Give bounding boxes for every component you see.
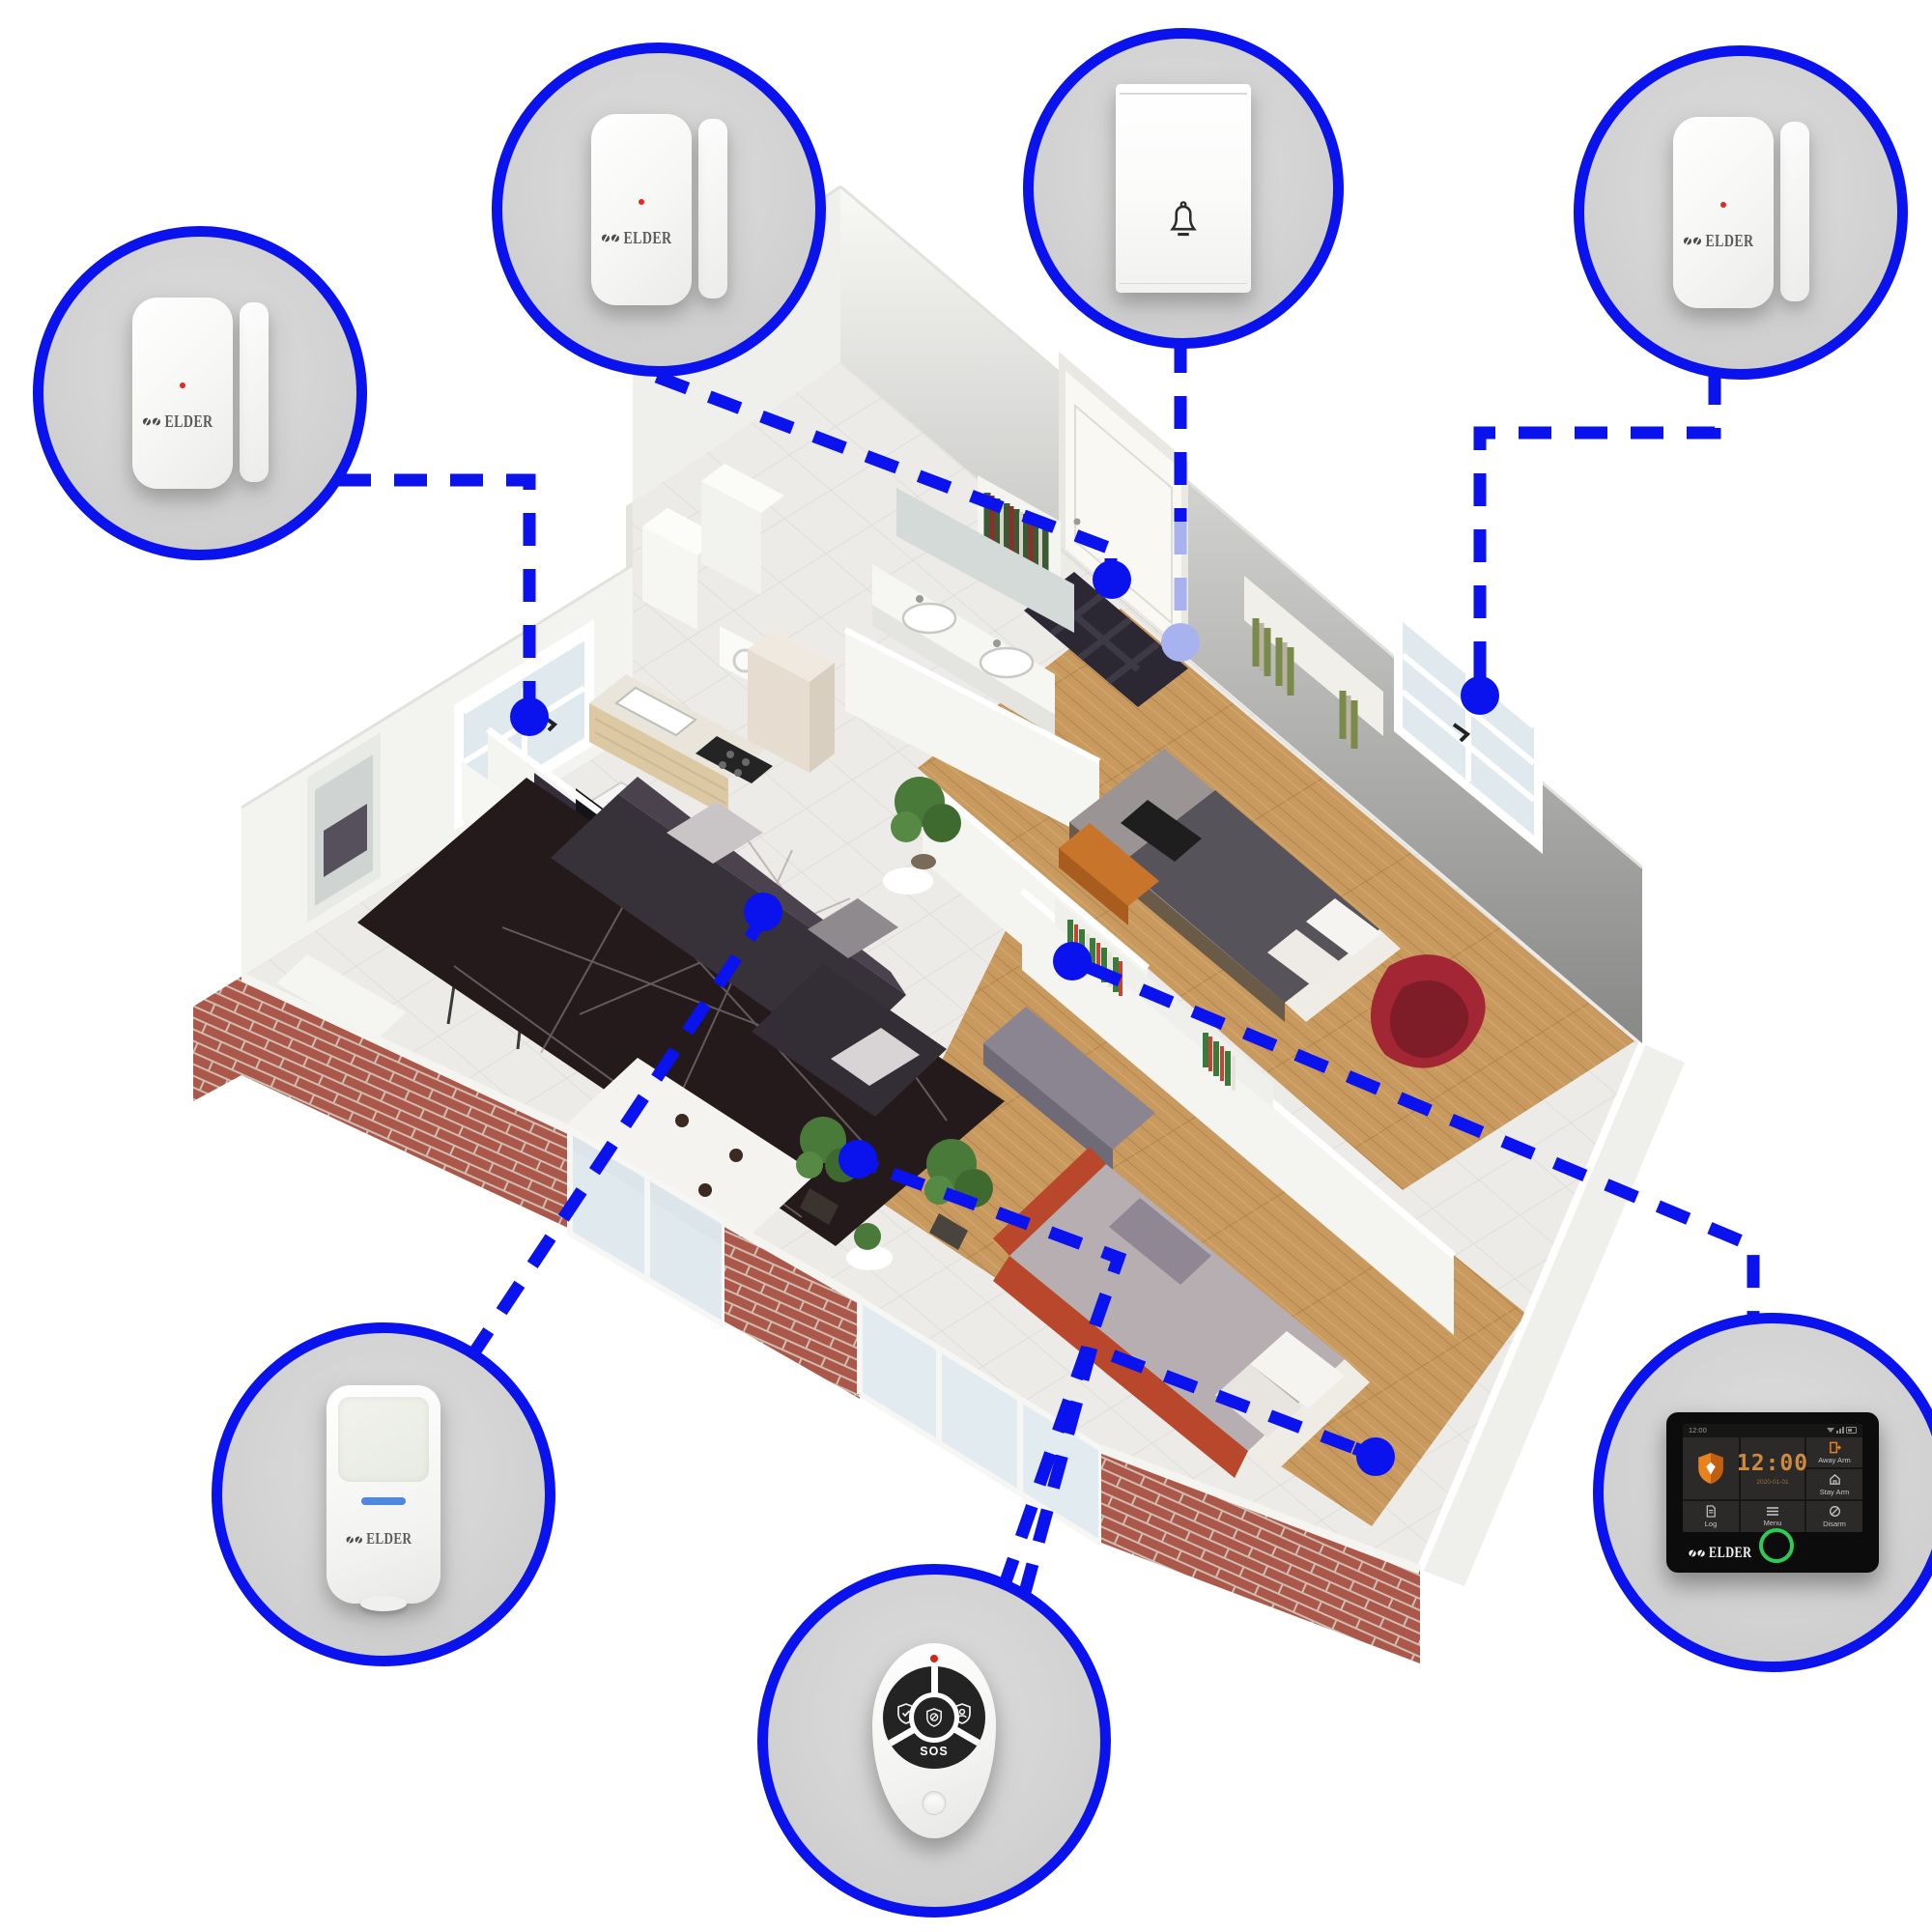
brand-text: ELDER — [1709, 1545, 1752, 1561]
remote-button-pad: SOS — [883, 1666, 985, 1769]
connector-lines — [338, 340, 1760, 1598]
wifi-icon — [1827, 1428, 1834, 1433]
menu-button[interactable]: Menu — [1741, 1501, 1804, 1532]
led-indicator-icon — [1719, 202, 1726, 208]
connector-pir — [465, 925, 761, 1362]
wireless-doorbell — [1116, 84, 1251, 293]
connector-right-sensor — [1473, 372, 1721, 676]
disarm-label: Disarm — [1823, 1520, 1846, 1528]
elder-logo: ELDER — [1682, 231, 1764, 251]
brand-text: ELDER — [366, 1530, 412, 1548]
status-shield-cell — [1683, 1437, 1739, 1499]
elder-logo: ELDER — [141, 412, 223, 432]
sensor-body: ELDER — [1672, 117, 1774, 308]
bathroom-wall — [845, 630, 1099, 842]
shield-status-icon — [1698, 1453, 1723, 1484]
pad-divider — [930, 1666, 938, 1718]
away-arm-label: Away Arm — [1818, 1455, 1851, 1464]
sensor-magnet — [239, 302, 269, 482]
connector-remote-bedroom — [1017, 1339, 1357, 1598]
door-window-sensor: ELDER — [1672, 117, 1809, 308]
panel-home-button[interactable] — [1759, 1528, 1794, 1563]
pir-led-bar — [361, 1497, 406, 1505]
status-time: 12:00 — [1689, 1426, 1707, 1435]
log-label: Log — [1704, 1520, 1718, 1528]
kitchen — [589, 464, 835, 817]
remote-control: SOS — [872, 1643, 996, 1838]
elder-logo: ELDER — [600, 228, 682, 248]
brand-text: ELDER — [1704, 231, 1754, 251]
panel-grid: 12:00 2020-01-01 Away Arm Stay Arm Log — [1683, 1437, 1862, 1532]
connector-left-sensor — [338, 473, 536, 688]
disarm-button[interactable]: Disarm — [1806, 1501, 1862, 1532]
connector-remote-living — [874, 1161, 1127, 1593]
dining-mirror — [307, 732, 381, 923]
panel-bottom: ELDER — [1666, 1528, 1879, 1565]
living-room — [357, 777, 1005, 1261]
disarm-icon — [1829, 1506, 1840, 1517]
sensor-body: ELDER — [590, 114, 692, 305]
alarm-panel: 12:00 12:00 2020-01-01 — [1666, 1412, 1879, 1573]
callout-remote-control: SOS — [757, 1564, 1111, 1918]
connector-dots — [510, 558, 1499, 1476]
bedroom1 — [1059, 576, 1401, 1022]
battery-icon — [1846, 1427, 1857, 1434]
front-walls — [193, 972, 1685, 1663]
stay-arm-label: Stay Arm — [1819, 1487, 1850, 1496]
stay-arm-button[interactable]: Stay Arm — [1806, 1469, 1862, 1499]
callout-door-sensor-right: ELDER — [1574, 45, 1908, 380]
elder-logo-icon — [1689, 1548, 1705, 1558]
callout-door-sensor-top: ELDER — [492, 43, 826, 377]
led-indicator-icon — [930, 1655, 938, 1662]
bell-icon — [1170, 201, 1197, 237]
sensor-magnet — [1779, 122, 1809, 301]
callout-alarm-panel: 12:00 12:00 2020-01-01 — [1593, 1313, 1932, 1672]
callout-door-sensor-left: ELDER — [33, 226, 367, 560]
door-window-sensor: ELDER — [131, 298, 269, 489]
door-window-sensor: ELDER — [590, 114, 727, 305]
sensor-body: ELDER — [131, 298, 233, 489]
clock-time: 12:00 — [1736, 1451, 1809, 1476]
signal-bars-icon — [1836, 1427, 1844, 1434]
disarm-button[interactable] — [909, 1692, 959, 1743]
callout-doorbell — [1023, 28, 1344, 349]
right-window — [1394, 592, 1543, 854]
doorbell-button[interactable] — [1161, 198, 1206, 247]
brand-text: ELDER — [622, 228, 672, 248]
connector-panel — [1087, 962, 1760, 1325]
elder-logo: ELDER — [1688, 1546, 1761, 1561]
panel-status-bar: 12:00 — [1683, 1424, 1862, 1436]
status-icons — [1827, 1427, 1857, 1434]
log-button[interactable]: Log — [1683, 1501, 1739, 1532]
away-arm-button[interactable]: Away Arm — [1806, 1437, 1862, 1467]
sensor-magnet — [697, 119, 727, 298]
clock-date: 2020-01-01 — [1756, 1479, 1789, 1486]
led-indicator-icon — [179, 383, 185, 388]
pir-lens — [338, 1397, 429, 1482]
away-arm-icon — [1829, 1441, 1841, 1453]
menu-icon — [1767, 1507, 1778, 1516]
pir-motion-sensor: ELDER — [327, 1385, 440, 1611]
elder-logo-icon — [142, 416, 160, 427]
led-indicator-icon — [638, 199, 644, 205]
shield-disarm-icon — [926, 1708, 942, 1727]
log-icon — [1706, 1505, 1716, 1518]
elder-logo-icon — [346, 1535, 362, 1545]
remote-bottom-button[interactable] — [922, 1791, 947, 1815]
pir-base — [360, 1596, 407, 1611]
elder-logo-icon — [1683, 236, 1701, 246]
elder-logo: ELDER — [345, 1530, 422, 1548]
elder-logo-icon — [601, 233, 619, 243]
callout-pir-sensor: ELDER — [212, 1322, 555, 1666]
stay-arm-icon — [1829, 1473, 1840, 1485]
menu-label: Menu — [1763, 1519, 1782, 1527]
sos-button[interactable]: SOS — [920, 1745, 949, 1758]
panel-screen: 12:00 12:00 2020-01-01 — [1683, 1424, 1862, 1532]
brand-text: ELDER — [163, 412, 213, 432]
front-door — [1059, 352, 1188, 657]
clock-cell: 12:00 2020-01-01 — [1737, 1437, 1807, 1499]
